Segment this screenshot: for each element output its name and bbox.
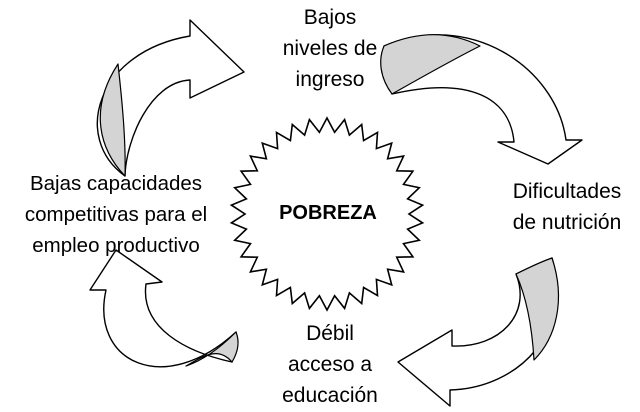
node-weak-education-access: Débil acceso a educación xyxy=(282,322,378,407)
curved-arrow-icon-bottom-left xyxy=(89,249,239,368)
center-label-poverty: POBREZA xyxy=(279,202,377,224)
curved-arrow-icon-top-right xyxy=(380,34,583,165)
node-nutrition-difficulties: Dificultades de nutrición xyxy=(512,180,622,234)
curved-arrow-icon-bottom-right xyxy=(397,257,559,407)
curved-arrow-icon-top-left xyxy=(96,19,245,177)
starburst-icon xyxy=(229,116,425,312)
node-low-income: Bajos niveles de ingreso xyxy=(282,6,378,91)
node-low-competitive-capacities: Bajas capacidades competitivas para el e… xyxy=(24,172,208,257)
